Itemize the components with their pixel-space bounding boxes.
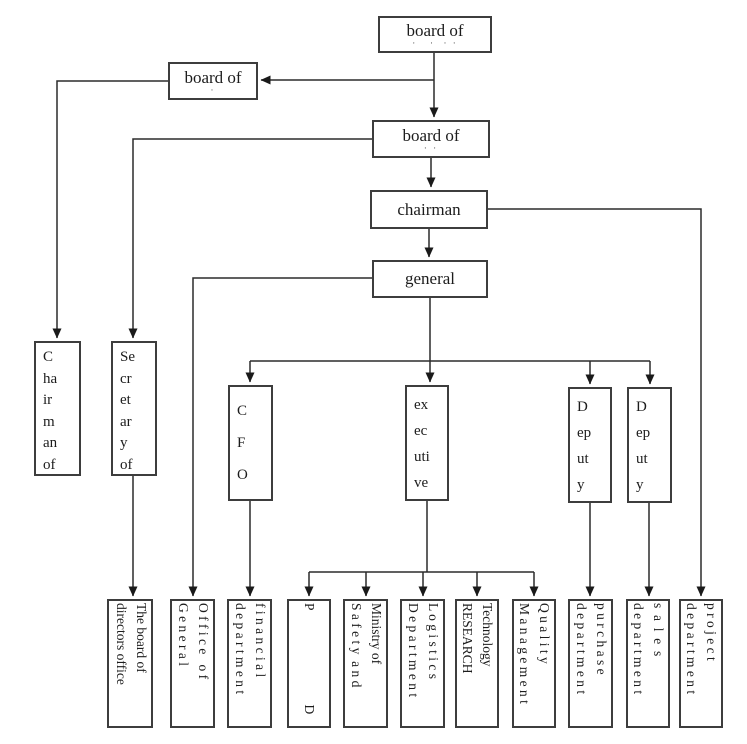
node-label: s a l e s d e p a r t m e n t: [631, 603, 667, 695]
node-board-of-mid: board of · ·: [372, 120, 490, 158]
node-label: O f f i c e o f G e n e r a l: [176, 603, 212, 680]
node-label: P D: [302, 603, 317, 715]
node-label: Q u a l i t y M a n a g e m e n t: [517, 603, 553, 704]
node-project-department: p r o j e c t d e p a r t m e n t: [679, 599, 723, 728]
node-ministry-of-safety: Ministry of S a f e t y a n d: [343, 599, 388, 728]
node-label: board of: [402, 125, 460, 145]
node-quality-management: Q u a l i t y M a n a g e m e n t: [512, 599, 556, 728]
node-chairman: chairman: [370, 190, 488, 229]
node-purchase-department: p u r c h a s e d e p a r t m e n t: [568, 599, 613, 728]
node-label: L o g i s t i c s D e p a r t m e n t: [406, 603, 442, 698]
node-chairman-of: C ha ir m an of: [34, 341, 81, 476]
node-financial-department: f i n a n c i a l d e p a r t m e n t: [227, 599, 272, 728]
node-clipped-text: · ·: [423, 142, 439, 153]
node-logistics-department: L o g i s t i c s D e p a r t m e n t: [400, 599, 445, 728]
node-label: p r o j e c t d e p a r t m e n t: [684, 603, 720, 695]
node-label: Technology RESEARCH: [460, 603, 496, 674]
node-board-of-top: board of · · · ·: [378, 16, 492, 53]
node-board-directors-office: The board of directors office: [107, 599, 153, 728]
node-label: f i n a n c i a l d e p a r t m e n t: [233, 603, 269, 695]
node-deputy-2: D ep ut y: [627, 387, 672, 503]
node-label: board of: [406, 21, 464, 40]
node-label: p u r c h a s e d e p a r t m e n t: [574, 603, 610, 695]
node-clipped-text: · · · ·: [412, 38, 458, 48]
node-label: The board of directors office: [114, 603, 150, 685]
node-label: Ministry of S a f e t y a n d: [349, 603, 385, 688]
node-sales-department: s a l e s d e p a r t m e n t: [626, 599, 670, 728]
node-secretary-of: Se cr et ar y of: [111, 341, 157, 476]
node-clipped-text: ·: [210, 84, 216, 95]
node-label: chairman: [397, 199, 461, 219]
node-label: general: [404, 269, 456, 288]
node-deputy-1: D ep ut y: [568, 387, 612, 503]
node-board-of-left: board of ·: [168, 62, 258, 100]
node-executive: ex ec uti ve: [405, 385, 449, 501]
node-general: general: [372, 260, 488, 298]
node-office-of-general: O f f i c e o f G e n e r a l: [170, 599, 215, 728]
node-label: board of: [184, 67, 242, 87]
node-cfo: C F O: [228, 385, 273, 501]
node-pd-department: P D: [287, 599, 331, 728]
node-technology-research: Technology RESEARCH: [455, 599, 499, 728]
